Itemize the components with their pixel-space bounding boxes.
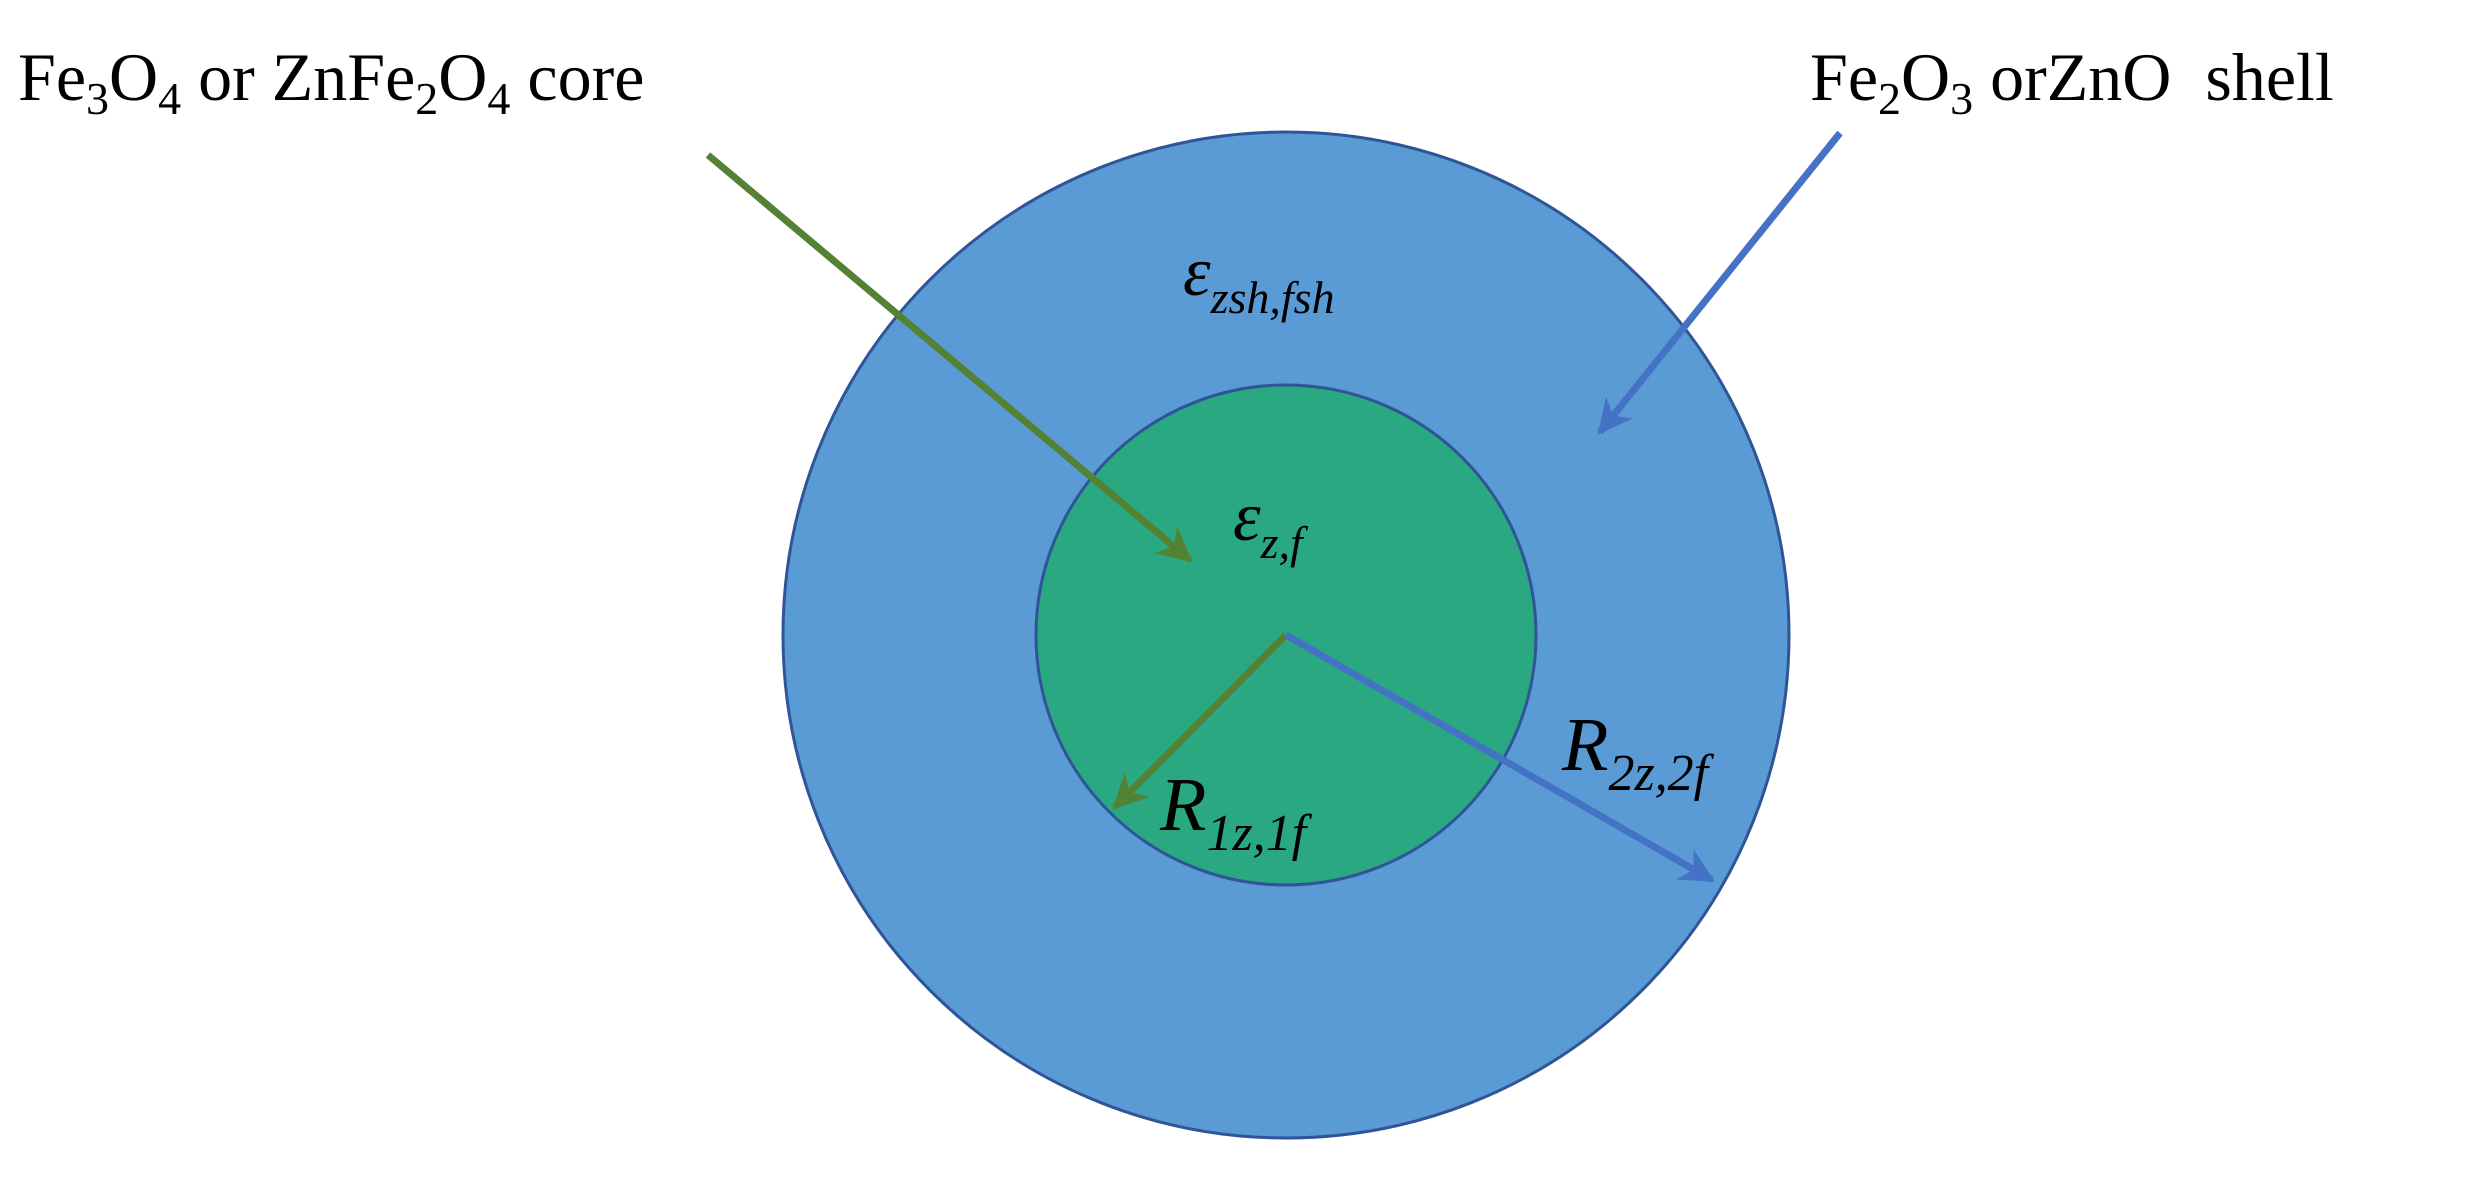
outer-radius-label: R2z,2f	[1561, 703, 1715, 802]
shell-label: Fe2O3 orZnO shell	[1810, 39, 2334, 124]
shell-pointer-arrow	[1597, 130, 1843, 435]
outer-radius-arrow	[1284, 631, 1716, 884]
shell-epsilon-label: εzsh,fsh	[1183, 234, 1335, 323]
inner-radius-label: R1z,1f	[1159, 763, 1313, 862]
core-pointer-arrow	[705, 152, 1193, 563]
core-label: Fe3O4 or ZnFe2O4 core	[18, 39, 644, 124]
inner-radius-arrow	[1112, 632, 1289, 810]
core-epsilon-label: εz,f	[1233, 479, 1309, 568]
